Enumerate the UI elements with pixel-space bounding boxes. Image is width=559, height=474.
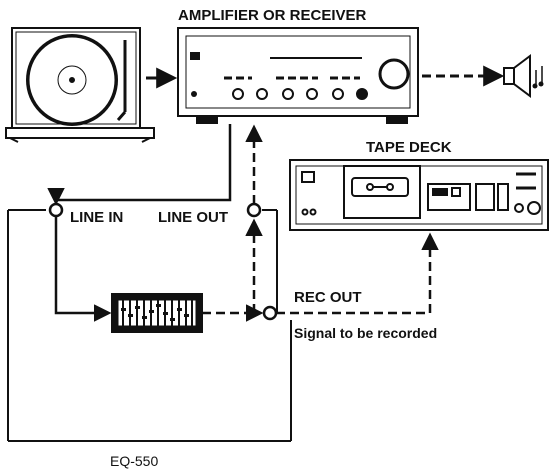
signal-note-label: Signal to be recorded	[294, 325, 437, 341]
equalizer-icon	[111, 293, 203, 333]
line-in-label: LINE IN	[70, 209, 123, 226]
rec-out-jack	[262, 305, 278, 321]
tape-deck-label: TAPE DECK	[366, 139, 452, 156]
line-in-jack	[48, 202, 64, 218]
amp-to-line-in-path	[47, 124, 232, 206]
line-in-to-eq-path	[54, 216, 112, 322]
speaker-icon	[503, 54, 544, 98]
rec-out-to-tape-path	[276, 232, 439, 315]
unit-name-label: EQ-550	[110, 453, 158, 469]
tape-deck-icon	[289, 159, 549, 231]
rec-out-label: REC OUT	[294, 289, 362, 306]
amplifier-icon	[177, 27, 419, 124]
eq-unit-outline	[7, 209, 292, 442]
turntable-icon	[5, 27, 155, 143]
line-out-jack	[246, 202, 262, 218]
line-out-label: LINE OUT	[158, 209, 228, 226]
amplifier-label: AMPLIFIER OR RECEIVER	[178, 7, 367, 24]
